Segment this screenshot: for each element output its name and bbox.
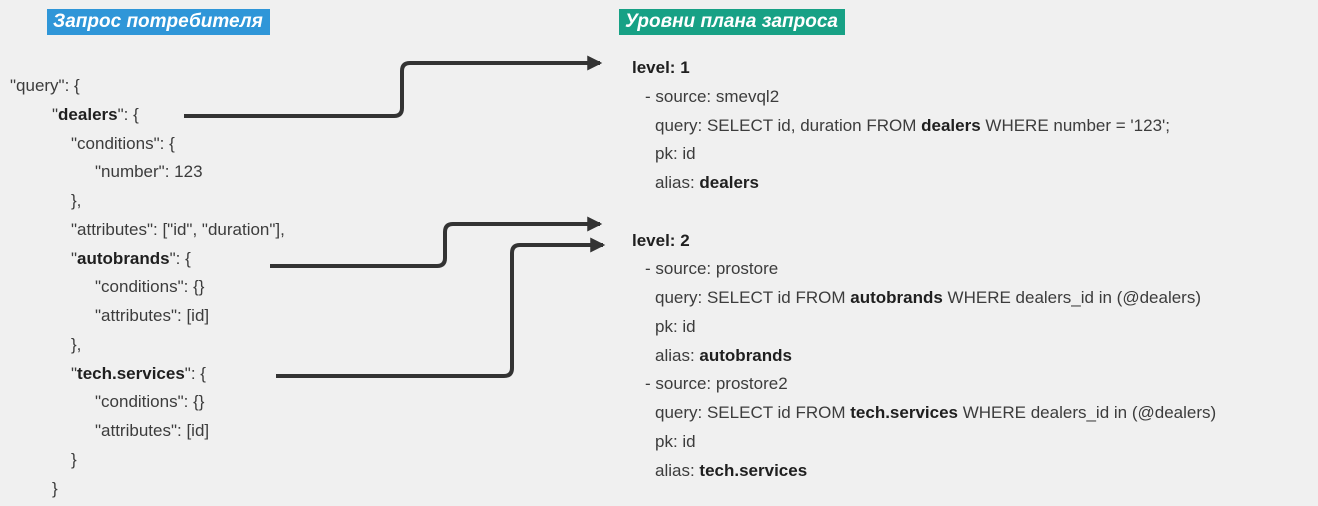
json-line: }	[52, 478, 58, 498]
plan-line: query: SELECT id, duration FROM dealers …	[655, 115, 1170, 135]
plan-line: - source: prostore	[645, 259, 779, 279]
consumer-query-header: Запрос потребителя	[47, 9, 270, 35]
json-line: "conditions": {}	[95, 392, 205, 412]
json-line: "attributes": [id]	[95, 421, 210, 440]
json-line: "number": 123	[95, 162, 203, 182]
plan-line: pk: id	[655, 144, 696, 164]
json-line: "conditions": {	[71, 133, 175, 153]
plan-line: alias: dealers	[655, 173, 759, 192]
json-line: "autobrands": {	[71, 248, 191, 268]
plan-line: alias: autobrands	[655, 345, 792, 365]
plan-line: level: 2	[632, 230, 690, 250]
json-line: "tech.services": {	[71, 363, 206, 383]
query-plan-levels: level: 1 - source: smevql2 query: SELECT i…	[632, 54, 1216, 485]
json-line: },	[71, 334, 82, 354]
json-line: "attributes": ["id", "duration"],	[71, 219, 285, 239]
plan-line: query: SELECT id FROM autobrands WHERE d…	[655, 288, 1201, 307]
plan-line: query: SELECT id FROM tech.services WHER…	[655, 403, 1217, 422]
json-line: "dealers": {	[52, 104, 139, 124]
plan-line	[632, 198, 1216, 227]
json-line: "query": {	[10, 76, 80, 95]
json-line: },	[71, 191, 82, 210]
plan-line: pk: id	[655, 431, 696, 451]
consumer-query-json: "query": { "dealers": { "conditions": { "nu…	[8, 72, 285, 503]
arrow-techservices-to-level2	[276, 237, 606, 378]
plan-line: alias: tech.services	[655, 460, 808, 480]
plan-line: - source: smevql2	[645, 86, 780, 106]
json-line: "attributes": [id]	[95, 306, 210, 325]
plan-line: level: 1	[632, 58, 690, 77]
plan-line: pk: id	[655, 316, 696, 336]
json-line: "conditions": {}	[95, 277, 205, 297]
plan-line: - source: prostore2	[645, 374, 788, 394]
json-line: }	[71, 449, 77, 469]
arrow-autobrands-to-level2	[270, 216, 603, 268]
plan-levels-header: Уровни плана запроса	[619, 9, 845, 35]
